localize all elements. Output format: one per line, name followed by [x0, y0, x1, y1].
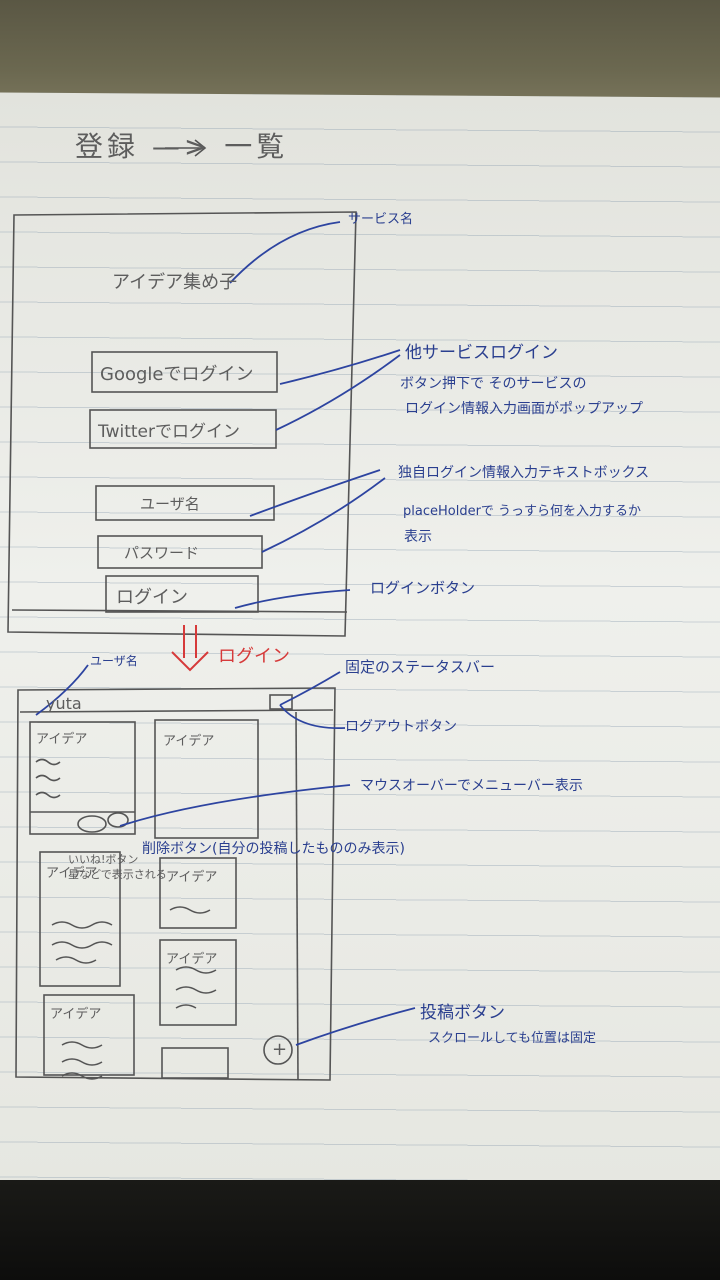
hover-menu-annotation: マウスオーバーでメニューバー表示 [360, 778, 583, 794]
password-placeholder-sketch: パスワード [124, 544, 200, 562]
idea-card-sketch-1 [29, 721, 136, 835]
post-button-symbol: + [272, 1039, 288, 1060]
idea-card-2-label: アイデア [163, 734, 215, 749]
login-button-sketch [105, 575, 259, 613]
table-background-bottom [0, 1180, 720, 1280]
like-button-note: いいね!ボタン 星などで表示される [68, 853, 167, 881]
google-button-sketch [91, 351, 278, 393]
other-login-annotation: 他サービスログイン [405, 343, 558, 363]
post-button-sketch [263, 1035, 293, 1065]
login-screen-frame [7, 211, 357, 637]
twitter-button-sketch [89, 409, 277, 449]
list-screen-frame [15, 687, 336, 1081]
red-down-arrow [171, 625, 209, 672]
google-login-label: Googleでログイン [100, 364, 254, 385]
own-login-annotation: 独自ログイン情報入力テキストボックス [398, 465, 650, 481]
app-name-sketch: アイデア集め子 [112, 272, 238, 293]
table-background-top [0, 0, 720, 100]
own-login-desc-1: placeHolderで うっすら何を入力するか [403, 504, 642, 519]
post-button-desc: スクロールしても位置は固定 [428, 1031, 596, 1046]
post-button-annotation: 投稿ボタン [420, 1003, 505, 1023]
other-login-desc-2: ログイン情報入力画面がポップアップ [405, 401, 643, 417]
username-sketch: yuta [46, 694, 82, 713]
idea-card-5-label: アイデア [166, 952, 218, 967]
status-bar-annotation: 固定のステータスバー [345, 658, 496, 676]
idea-card-3-label: アイデア [46, 866, 98, 881]
logout-annotation: ログアウトボタン [345, 719, 457, 735]
idea-card-6-label: アイデア [50, 1007, 102, 1022]
idea-card-4-label: アイデア [166, 870, 218, 885]
service-name-annotation: サービス名 [348, 212, 414, 227]
user-label-annotation: ユーザ名 [90, 654, 138, 668]
username-placeholder-sketch: ユーザ名 [140, 495, 200, 513]
idea-card-1-label: アイデア [36, 732, 88, 747]
username-field-sketch [95, 485, 275, 521]
login-button-annotation: ログインボタン [370, 579, 476, 597]
delete-button-annotation: 削除ボタン(自分の投稿したもののみ表示) [142, 841, 405, 857]
login-button-label: ログイン [116, 587, 188, 608]
login-arrow-label: ログイン [218, 646, 290, 667]
logout-button-sketch [269, 694, 293, 710]
other-login-desc-1: ボタン押下で そのサービスの [400, 376, 587, 392]
own-login-desc-2: 表示 [404, 529, 432, 545]
twitter-login-label: Twitterでログイン [98, 422, 240, 442]
page-heading: 登録 —> 一覧 [75, 130, 289, 163]
